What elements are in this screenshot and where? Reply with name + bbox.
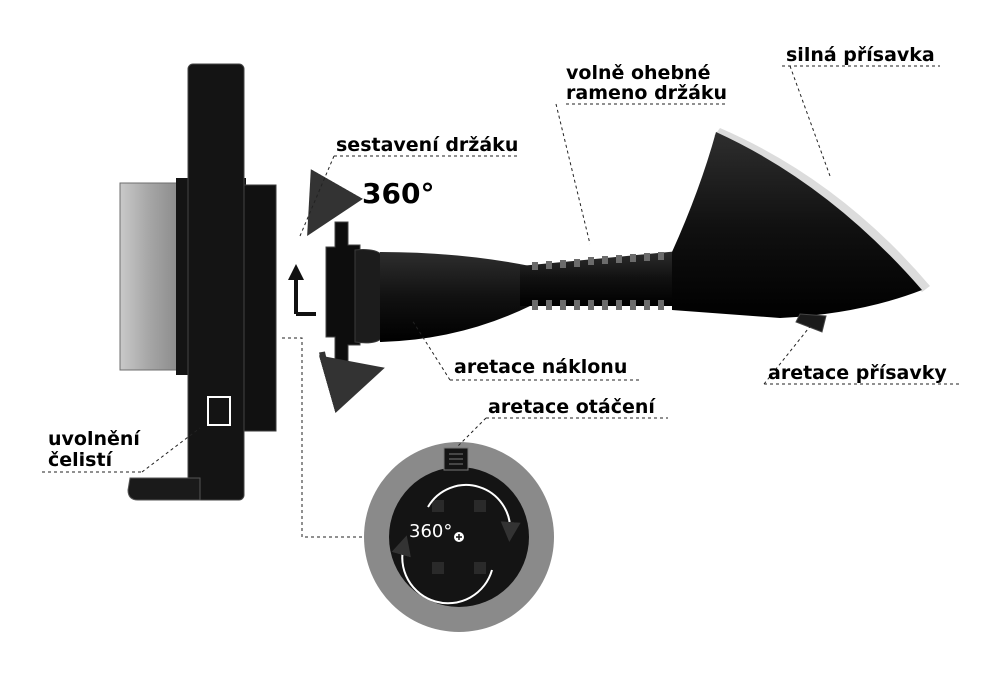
suction-cup-body [672,132,922,318]
arm-ribs [532,252,664,310]
holder-bottom-jaw [127,477,201,501]
leader-aretace-otaceni [457,417,668,447]
insert-direction-arrow [288,264,316,316]
leader-uvolneni [42,427,201,473]
arm-base [380,252,530,342]
label-uvolneni: uvolnění [48,428,140,450]
leader-silna-prisavka [782,65,940,177]
label-rameno-drzaku: rameno držáku [566,82,728,104]
leader-volne-ohebne [555,103,728,245]
label-sestaveni-drzaku: sestavení držáku [336,134,519,156]
jaw-release-button [207,396,231,426]
detail-arc-right [427,484,521,542]
label-aretace-prisavky: aretace přísavky [768,362,947,384]
leader-sestaveni [299,155,520,237]
holder-column [187,63,245,501]
suction-cup [672,128,930,333]
holder-back-plate [239,184,277,432]
leader-aretace-prisavky [763,323,960,385]
label-celisti: čelistí [48,449,113,471]
label-rotation-360-detail: 360° [409,521,453,542]
rotation-arrows [307,169,385,414]
label-aretace-naklonu: aretace náklonu [454,356,628,378]
tilt-lock-collar [354,249,383,344]
suction-lock-tab [795,313,827,333]
rotation-arrow-top [307,169,363,237]
rotation-detail [364,442,554,632]
holder-gray-plate [119,182,179,371]
leader-aretace-naklonu [411,319,642,381]
label-silna-prisavka: silná přísavka [786,44,935,66]
label-volne-ohebne: volně ohebné [566,62,711,84]
leader-lines [42,65,960,538]
label-rotation-360: 360° [362,177,435,210]
phone-holder [119,63,277,501]
rotation-arrow-bottom [318,351,385,414]
detail-arc-left [391,535,493,605]
label-aretace-otaceni: aretace otáčení [488,396,655,418]
flexible-arm [380,250,690,342]
leader-detail [282,337,364,538]
detail-notches [432,500,486,574]
